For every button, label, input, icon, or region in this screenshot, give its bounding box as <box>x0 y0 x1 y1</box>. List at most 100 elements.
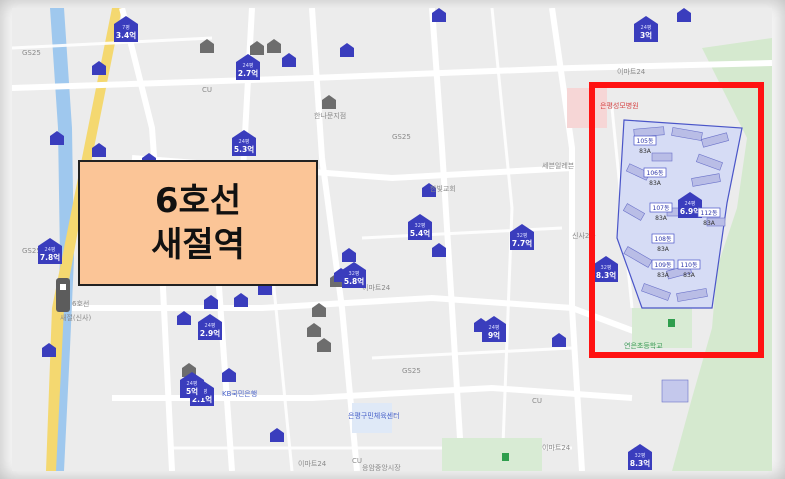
label-center: 은평구민체육센터 <box>348 411 400 420</box>
label-cu-c: CU <box>352 457 362 465</box>
complex-building-dong: 109동 <box>655 262 672 269</box>
label-school: 연은초등학교 <box>624 341 663 350</box>
price-pin-value: 5억 <box>186 386 198 396</box>
complex-building-dong: 107동 <box>653 205 670 212</box>
complex-building-tag[interactable]: 110동 83A <box>677 259 701 279</box>
complex-building-dong: 105동 <box>637 138 654 145</box>
price-pin-value: 5.8억 <box>344 276 364 286</box>
label-station-small: 새절(신사) <box>60 313 91 322</box>
complex-building-tag[interactable]: 107동 83A <box>649 202 673 222</box>
complex-building-dong: 112동 <box>701 210 718 217</box>
price-pin-area: 24평 <box>685 200 696 207</box>
price-pin-area: 24평 <box>489 324 500 331</box>
price-pin-area: 7평 <box>122 24 130 31</box>
complex-tag-layer: 105동 83A 106동 83A 107동 83A 112동 83A 108동 83A 109동 8… <box>633 135 721 279</box>
price-pin-value: 3억 <box>640 30 652 40</box>
label-market: 세븐일레븐 <box>542 161 575 170</box>
price-pin-value: 8.3억 <box>596 270 616 280</box>
price-pin-value: 2.9억 <box>200 328 220 338</box>
school-icon <box>668 319 675 327</box>
label-emart24-b: 이마트24 <box>617 67 646 76</box>
park-area <box>672 38 772 471</box>
complex-building-dong: 106동 <box>647 170 664 177</box>
complex-building-dong: 110동 <box>681 262 698 269</box>
main-road <box>46 8 122 471</box>
label-emart24-d: 이마트24 <box>542 443 571 452</box>
complex-building-type: 83A <box>703 220 716 227</box>
hospital-block <box>567 88 607 128</box>
complex-building-type: 83A <box>683 272 696 279</box>
price-pin-value: 3.4억 <box>116 30 136 40</box>
label-church: 한빛교회 <box>430 184 456 193</box>
price-pin-area: 32평 <box>517 232 528 239</box>
price-pin-area: 24평 <box>45 246 56 253</box>
complex-building-dong: 108동 <box>655 236 672 243</box>
price-pin-value: 2.7억 <box>238 68 258 78</box>
metro-station-icon <box>56 278 70 312</box>
label-line6: 6호선 <box>72 299 89 308</box>
price-pin-area: 24평 <box>205 322 216 329</box>
label-emart24-c: 이마트24 <box>298 459 327 468</box>
price-pin-area: 32평 <box>601 264 612 271</box>
complex-building-tag[interactable]: 106동 83A <box>643 167 667 187</box>
station-callout: 6호선 새절역 <box>78 160 318 286</box>
complex-building-tag[interactable]: 112동 83A <box>697 207 721 227</box>
price-pin-area: 32평 <box>635 452 646 459</box>
complex-building-type: 83A <box>657 272 670 279</box>
complex-building-type: 83A <box>655 215 668 222</box>
price-pin-area: 24평 <box>239 138 250 145</box>
price-pin-value: 5.3억 <box>234 144 254 154</box>
complex-building-tag[interactable]: 109동 83A <box>651 259 675 279</box>
price-pin-value: 8.3억 <box>630 458 650 468</box>
price-pin-area: 24평 <box>641 24 652 31</box>
complex-building-type: 83A <box>639 148 652 155</box>
price-pin-area: 32평 <box>415 222 426 229</box>
label-gs25-b: GS25 <box>392 133 411 141</box>
price-pin-area: 24평 <box>187 380 198 387</box>
price-pin-area: 32평 <box>349 270 360 277</box>
price-pin[interactable]: 7평3.4억 <box>114 16 138 42</box>
label-theone: 한나문지점 <box>314 111 346 120</box>
school-block <box>632 308 692 348</box>
price-pin-area: 24평 <box>243 62 254 69</box>
complex-building-type: 83A <box>657 246 670 253</box>
label-cu-a: CU <box>202 86 212 94</box>
label-cu-b: CU <box>532 397 542 405</box>
price-pin-value: 7.8억 <box>40 252 60 262</box>
complex-building-tag[interactable]: 105동 83A <box>633 135 657 155</box>
label-gs25-d: GS25 <box>402 367 421 375</box>
price-pin-value: 5.4억 <box>410 228 430 238</box>
label-sinsa: 신사2동 <box>572 231 596 240</box>
stream <box>48 8 74 471</box>
label-gs25-a: GS25 <box>22 49 41 57</box>
price-pin-value: 2.1억 <box>192 394 212 404</box>
label-bank: KB국민은행 <box>222 389 257 398</box>
price-pin-value: 6.9억 <box>680 206 700 216</box>
complex-building-type: 83A <box>649 180 662 187</box>
label-emart24-a: 이마트24 <box>362 283 391 292</box>
label-gs25-c: GS25 <box>22 247 41 255</box>
price-pin-value: 7.7억 <box>512 238 532 248</box>
highlight-rectangle <box>589 82 764 358</box>
price-pin-value: 9억 <box>488 330 500 340</box>
map-view[interactable]: GS25 GS25 GS25 GS25 CU CU CU 이마트24 이마트24… <box>12 8 772 471</box>
complex-building-tag[interactable]: 108동 83A <box>651 233 675 253</box>
station-callout-name: 새절역 <box>151 225 245 265</box>
label-jeungsan: 응암중앙시장 <box>362 463 401 471</box>
label-hospital: 은평성모병원 <box>600 101 639 110</box>
